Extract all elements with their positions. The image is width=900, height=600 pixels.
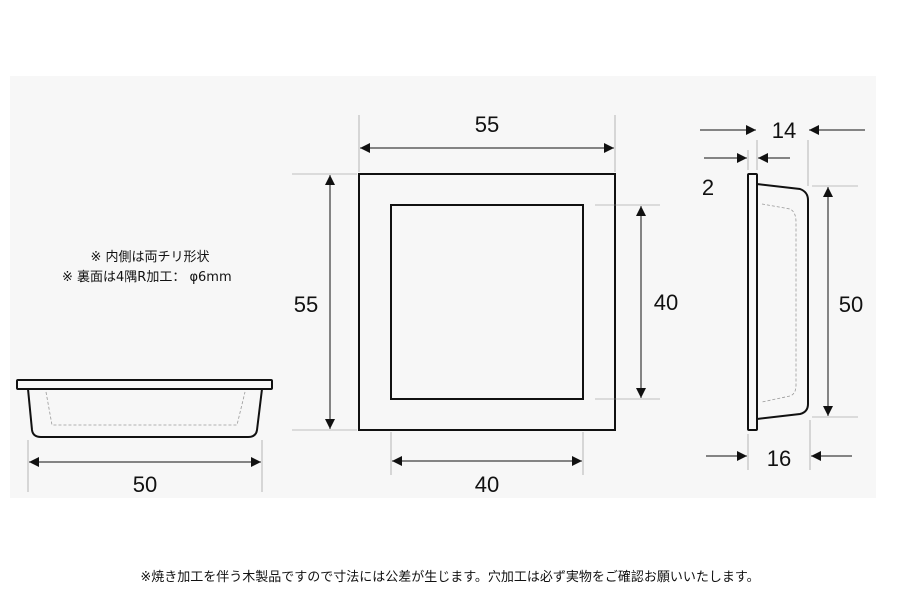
footer-note: ※焼き加工を伴う木製品ですので寸法には公差が生じます。穴加工は必ず実物をご確認お… — [140, 570, 760, 585]
notes-block: ※ 内側は両チリ形状 ※ 裏面は4隅R加工： φ6mm — [62, 248, 238, 288]
note-back-corner-radius: ※ 裏面は4隅R加工： φ6mm — [62, 270, 232, 285]
dim-bottom-width: 50 — [133, 472, 157, 497]
side-body — [756, 182, 809, 421]
dim-side-depth-bottom: 16 — [767, 446, 791, 471]
bottom-body — [27, 388, 263, 438]
side-view — [700, 125, 865, 470]
bottom-view — [16, 379, 273, 492]
side-flange — [747, 173, 758, 431]
bottom-flange — [16, 379, 273, 390]
front-inner-opening — [390, 204, 584, 400]
note-inner-shape: ※ 内側は両チリ形状 — [90, 250, 210, 265]
dim-side-lip: 2 — [702, 175, 714, 200]
bottom-inner-hidden-line — [45, 391, 246, 426]
dim-front-width: 55 — [475, 112, 499, 137]
dim-inner-width: 40 — [475, 472, 499, 497]
dim-front-height: 55 — [294, 292, 318, 317]
front-outer-frame — [358, 173, 616, 431]
side-inner-hidden-line — [761, 203, 797, 403]
dim-side-depth-top: 14 — [772, 118, 796, 143]
dim-side-height: 50 — [839, 292, 863, 317]
dim-inner-height: 40 — [654, 290, 678, 315]
front-view — [292, 115, 660, 475]
